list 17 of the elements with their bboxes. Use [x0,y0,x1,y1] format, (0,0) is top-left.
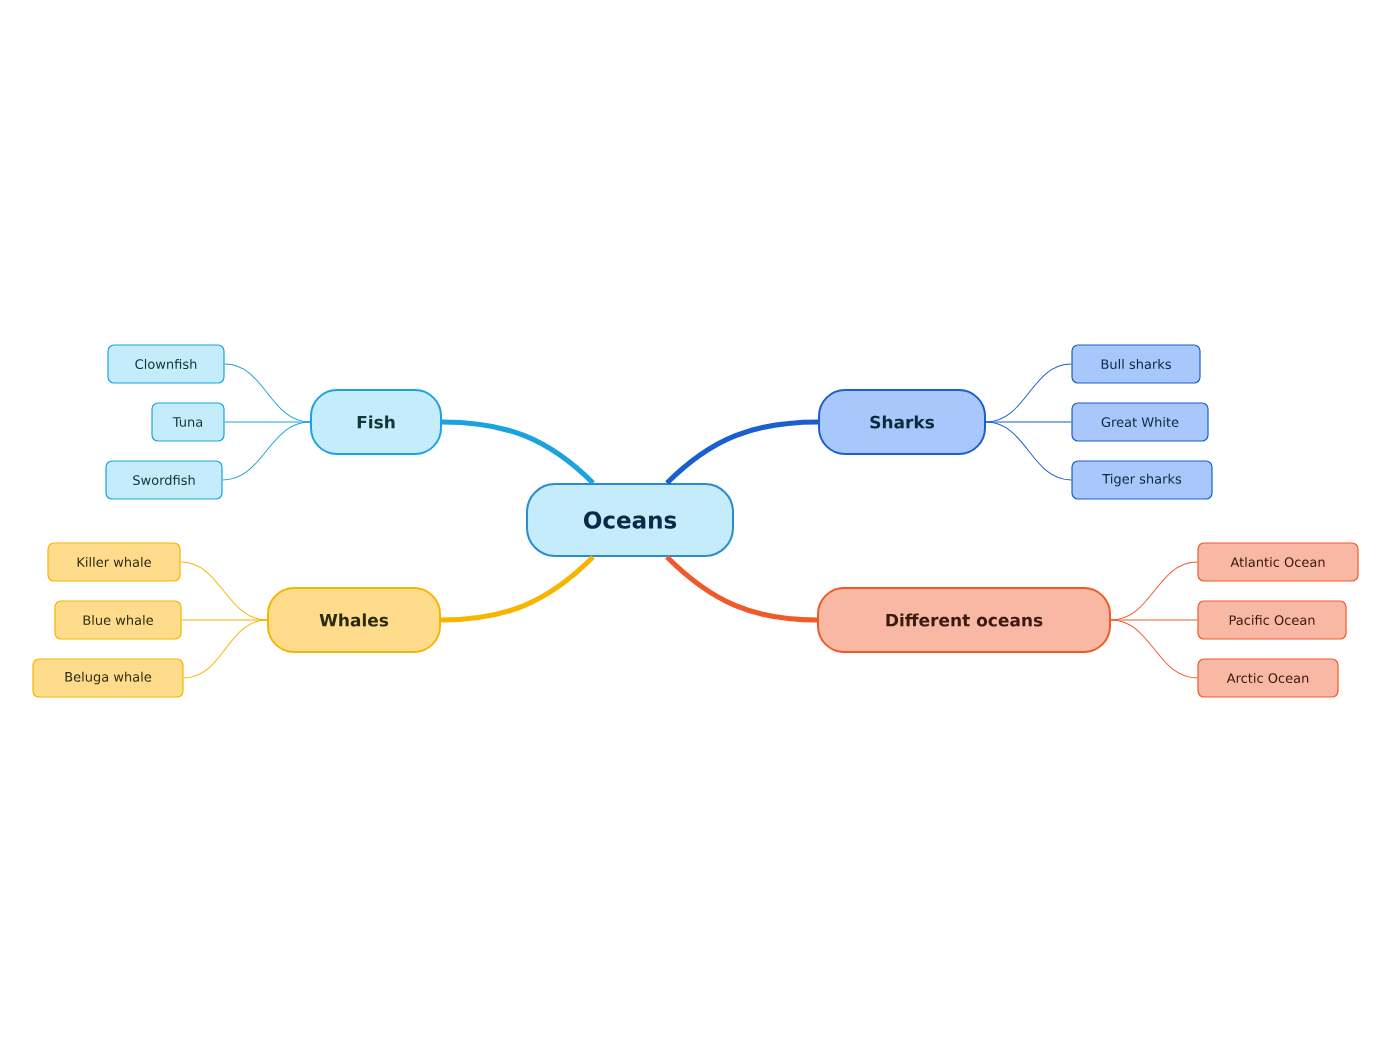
connector-line [1110,619,1198,621]
connector-line [222,421,311,481]
connector-line [440,555,595,623]
connector-line [985,421,1072,423]
connector-line [1110,619,1198,679]
topic-box: Sharks [818,389,986,455]
connector-line [665,555,818,623]
connector-line [441,419,595,485]
connector-line [985,421,1072,481]
connector-line [183,619,268,679]
topic-box: Whales [267,587,441,653]
connector-line [224,421,311,423]
connector-line [181,619,268,621]
connector-line [665,419,819,485]
central-topic-box: Oceans [526,483,734,557]
topic-box: Different oceans [817,587,1111,653]
topic-box: Fish [310,389,442,455]
